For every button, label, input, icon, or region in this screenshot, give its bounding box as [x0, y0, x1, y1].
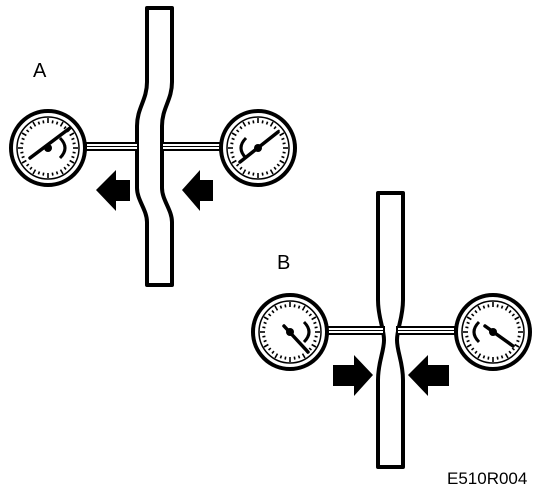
panel-b-right-gauge [454, 293, 532, 371]
panel-a-right-gauge-stem [161, 142, 223, 151]
panel-a-left-gauge [9, 109, 87, 187]
panel-b-right-gauge-stem [396, 326, 456, 335]
panel-a-left-gauge-stem [85, 142, 139, 151]
panel-a-left-arrow-icon [96, 170, 130, 211]
panel-a-right-gauge [219, 109, 297, 187]
panel-b-label: B [277, 252, 290, 274]
panel-b-left-gauge-stem [325, 326, 385, 335]
panel-a-right-arrow-icon [182, 170, 213, 211]
panel-a: A [9, 6, 297, 287]
panel-a-label: A [33, 60, 47, 82]
panel-b-right-arrow-icon [408, 355, 449, 396]
panel-a-tube [135, 6, 174, 287]
figure-code: E510R004 [447, 469, 527, 488]
panel-b: B [251, 191, 532, 469]
panel-b-left-gauge [251, 293, 329, 371]
panel-b-left-arrow-icon [333, 355, 373, 396]
